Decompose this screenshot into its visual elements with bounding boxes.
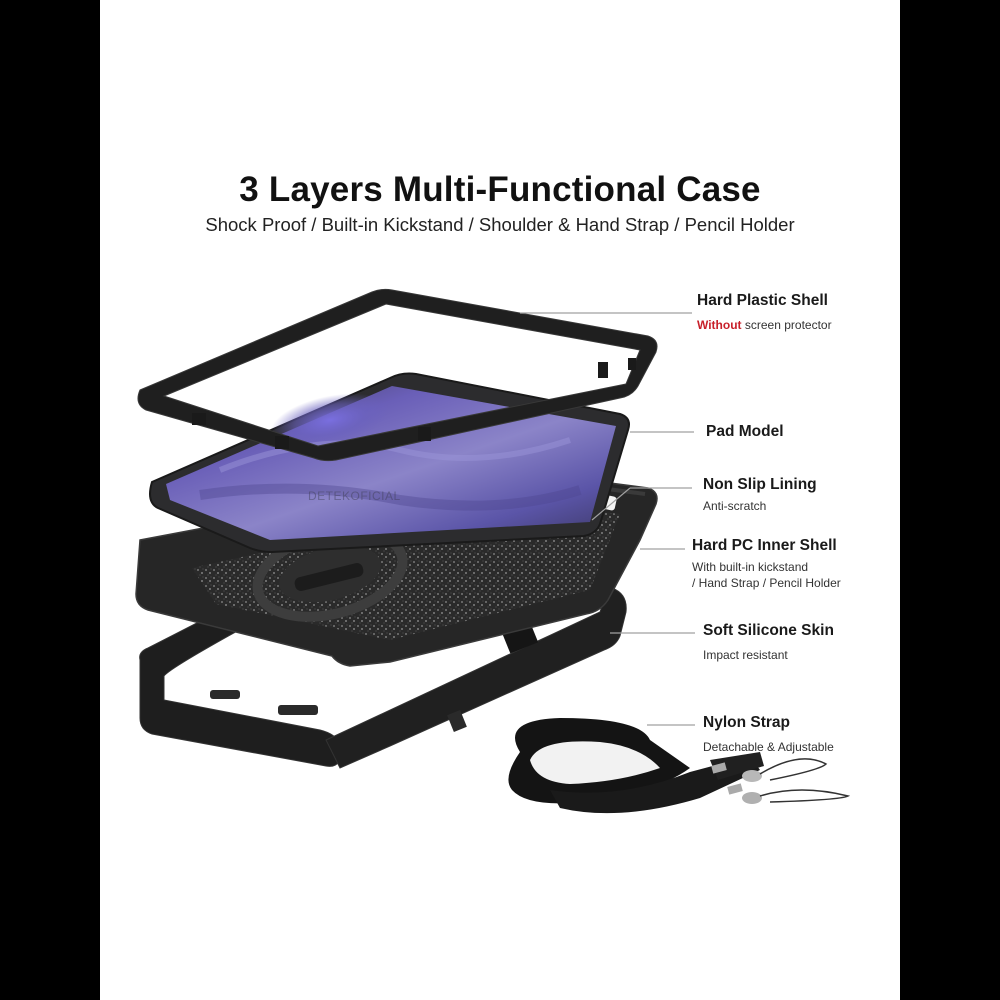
callout-soft-silicone-skin: Soft Silicone Skin Impact resistant — [703, 622, 834, 663]
callout-heading: Soft Silicone Skin — [703, 622, 834, 639]
leader-line-non-slip-lining-diag — [591, 487, 631, 521]
exploded-case-illustration — [135, 288, 851, 814]
callout-nylon-strap: Nylon Strap Detachable & Adjustable — [703, 714, 834, 755]
callout-pad-model: Pad Model — [706, 423, 784, 441]
hard-plastic-shell-layer — [137, 288, 658, 462]
nylon-strap — [508, 718, 851, 814]
callout-description-line-2: / Hand Strap / Pencil Holder — [692, 576, 841, 590]
callout-description: Detachable & Adjustable — [703, 740, 834, 754]
callout-accent-text: Without — [697, 318, 742, 332]
callout-heading: Hard Plastic Shell — [697, 292, 828, 309]
callout-description-rest: screen protector — [741, 318, 832, 332]
callout-hard-pc-inner-shell: Hard PC Inner Shell With built-in kickst… — [692, 537, 841, 591]
product-infographic-panel: 3 Layers Multi-Functional Case Shock Pro… — [100, 0, 900, 1000]
page-title: 3 Layers Multi-Functional Case — [239, 170, 761, 209]
callout-heading: Hard PC Inner Shell — [692, 537, 837, 554]
callout-heading: Non Slip Lining — [703, 476, 817, 493]
callout-description-line-1: With built-in kickstand — [692, 560, 809, 574]
callout-description: Without screen protector — [697, 317, 832, 333]
page-subtitle: Shock Proof / Built-in Kickstand / Shoul… — [205, 214, 795, 235]
callout-heading: Pad Model — [706, 423, 784, 440]
watermark-text: DETEKOFICIAL — [308, 489, 401, 503]
callout-non-slip-lining: Non Slip Lining Anti-scratch — [703, 476, 817, 514]
callout-hard-plastic-shell: Hard Plastic Shell Without screen protec… — [697, 292, 832, 333]
callout-description: Anti-scratch — [703, 499, 767, 513]
callout-description: Impact resistant — [703, 648, 788, 662]
leader-lines — [520, 312, 695, 726]
callout-heading: Nylon Strap — [703, 714, 790, 731]
